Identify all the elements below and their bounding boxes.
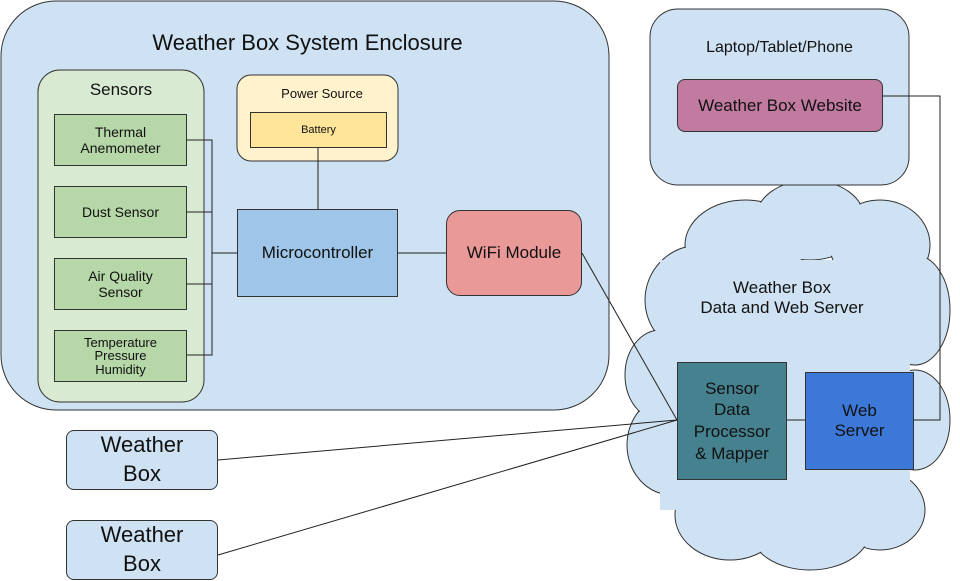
sensor-data-processor-box: Sensor Data Processor & Mapper — [677, 362, 787, 480]
weather-box-node-2: Weather Box — [66, 520, 218, 580]
server-title: Weather Box Data and Web Server — [700, 278, 864, 318]
weather-box-node-1: Weather Box — [66, 430, 218, 490]
sensor-air-quality: Air Quality Sensor — [54, 258, 187, 310]
power-source-title: Power Source — [281, 86, 363, 101]
connection-lines — [186, 95, 941, 556]
sensors-group-title: Sensors — [89, 80, 153, 99]
sensor-dust: Dust Sensor — [54, 186, 187, 238]
enclosure-title: Weather Box System Enclosure — [152, 30, 463, 55]
sensor-thermal-anemometer: Thermal Anemometer — [54, 114, 187, 166]
sensor-temperature-pressure-humidity: Temperature Pressure Humidity — [54, 330, 187, 382]
microcontroller-box: Microcontroller — [237, 209, 398, 297]
battery-box: Battery — [250, 112, 387, 148]
device-title: Laptop/Tablet/Phone — [706, 39, 853, 56]
wifi-module-box: WiFi Module — [446, 210, 582, 296]
web-server-box: Web Server — [805, 372, 914, 470]
weather-box-website: Weather Box Website — [677, 79, 883, 132]
